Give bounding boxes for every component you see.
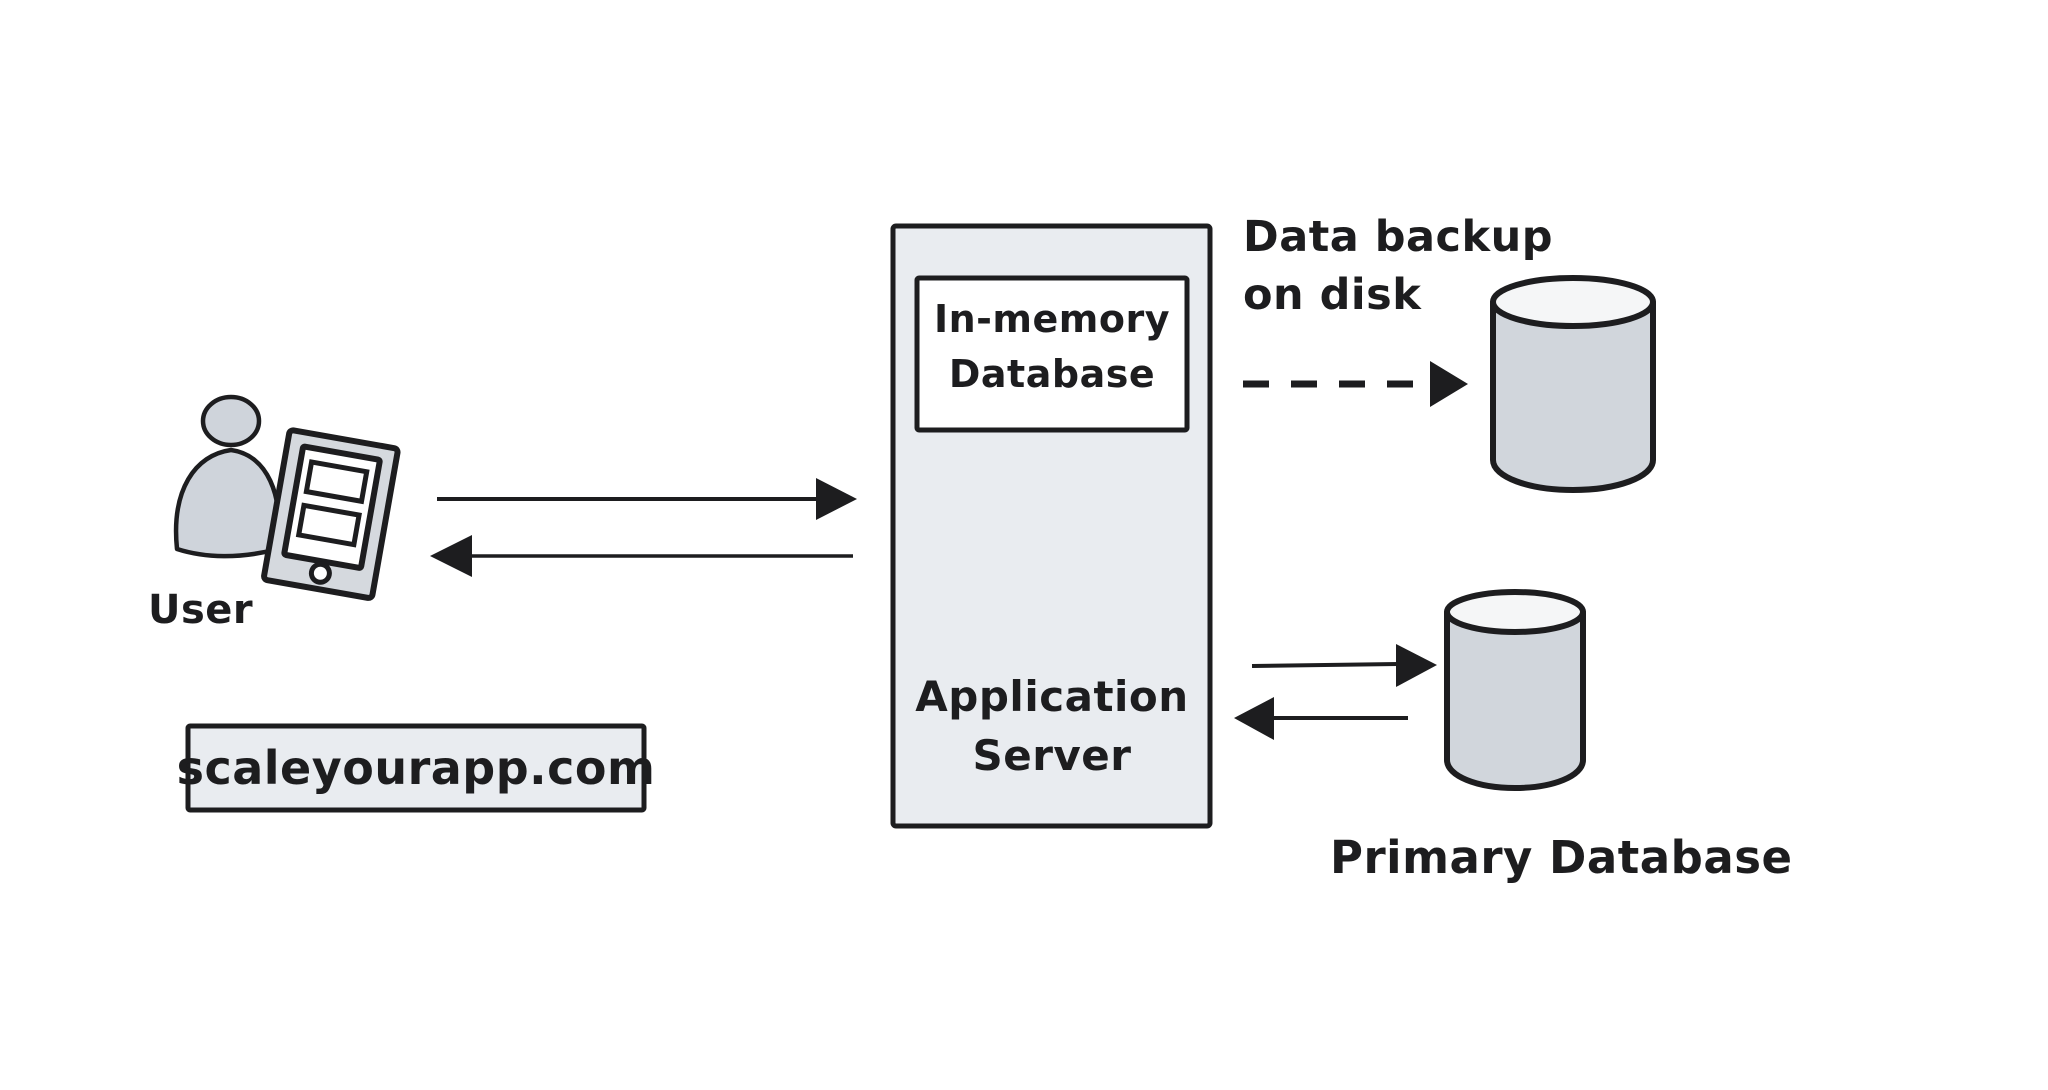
backup-database-cylinder-icon: [1490, 275, 1656, 493]
arrow-backup-dashed: [1243, 361, 1468, 407]
data-backup-annotation: Data backup on disk: [1243, 212, 1554, 321]
primary-database-cylinder-icon: [1444, 589, 1586, 791]
watermark-box: [185, 723, 647, 813]
arrow-server-to-user: [430, 535, 853, 577]
mobile-device-icon: [261, 427, 401, 601]
user-label: User: [148, 587, 254, 633]
primary-database-label: Primary Database: [1330, 831, 1793, 884]
arrow-user-to-server: [437, 478, 857, 520]
watermark-label: scaleyourapp.com: [176, 740, 656, 795]
arrow-primary-to-server: [1234, 697, 1408, 740]
in-memory-database-label: In-memory Database: [933, 297, 1171, 397]
in-memory-database-box: [914, 275, 1190, 433]
application-server-label: Application Server: [915, 672, 1189, 780]
arrow-server-to-primary: [1251, 644, 1437, 687]
user-figure-icon: [173, 394, 282, 559]
